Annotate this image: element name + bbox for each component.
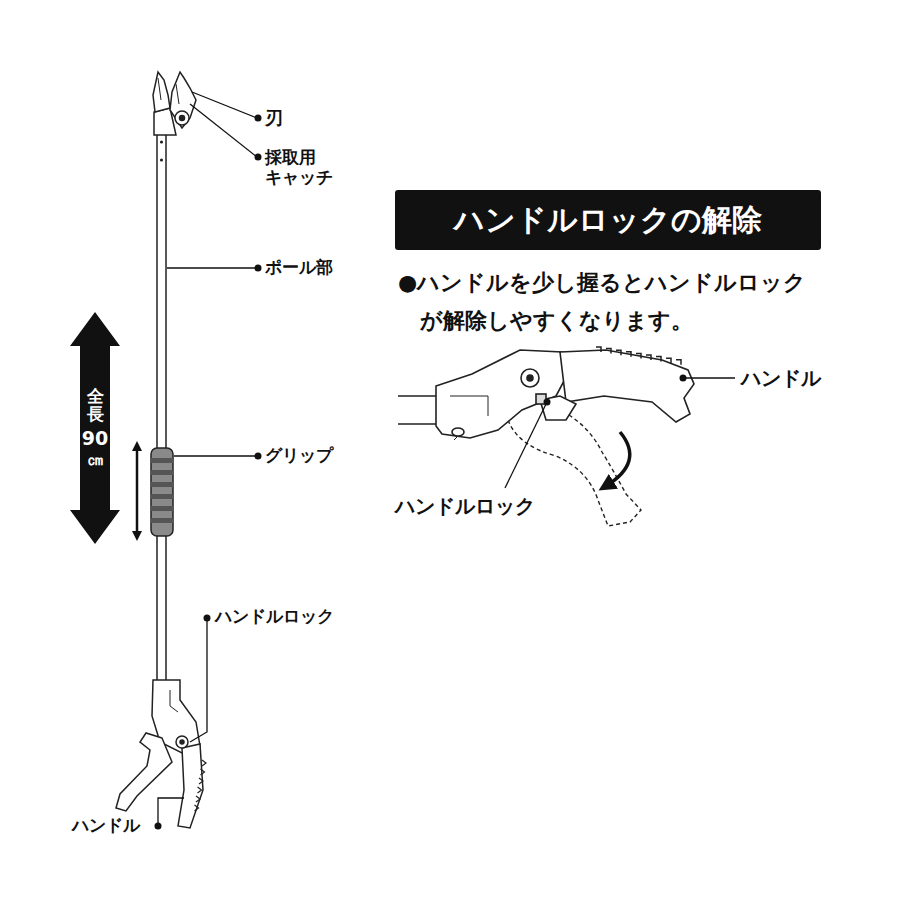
handle-tooth — [196, 796, 200, 802]
grip-band — [151, 482, 173, 487]
grip — [151, 448, 173, 536]
part-label: ハンドル — [72, 815, 140, 835]
grip-band — [151, 494, 173, 499]
part-label: 刃 — [265, 107, 283, 129]
handle-rib — [606, 349, 611, 354]
handle-rib — [626, 352, 631, 357]
grip-band — [151, 518, 173, 523]
section-heading: ハンドルロックの解除 — [454, 200, 762, 241]
detail-label: ハンドル — [741, 366, 821, 390]
handle-tooth — [198, 787, 202, 793]
handle-assembly — [116, 680, 203, 828]
handle-ribs — [596, 347, 681, 365]
grip-band — [151, 458, 173, 463]
blade-head — [153, 72, 196, 135]
handle-tooth — [195, 805, 199, 811]
length-arrow: 全長 90㎝ — [70, 312, 120, 544]
grip-bands — [151, 458, 173, 523]
length-caption: 全長 — [87, 387, 104, 424]
part-label: グリップ — [265, 445, 333, 465]
handle-rib — [596, 347, 601, 352]
part-label: 採取用キャッチ — [265, 147, 338, 188]
handle-teeth — [195, 760, 207, 811]
handle-rib — [676, 360, 681, 365]
grip-band — [151, 506, 173, 511]
handle-tooth — [201, 769, 205, 775]
leader-lines — [155, 92, 262, 830]
arrow-text-holder: 全長 90㎝ — [70, 312, 120, 544]
detail-label: ハンドルロック — [395, 494, 535, 518]
handle-tooth — [199, 778, 203, 784]
handle-tooth — [202, 760, 206, 766]
length-value: 90 — [82, 428, 108, 450]
grip-band — [151, 470, 173, 475]
handle-rib — [616, 350, 621, 355]
handle-rib — [666, 358, 671, 363]
handle-rib — [636, 353, 641, 358]
pole — [157, 128, 166, 688]
length-unit: ㎝ — [87, 450, 104, 470]
slide-arrow — [136, 446, 139, 536]
detail-leaders — [505, 375, 735, 489]
handle-rib — [656, 357, 661, 362]
squeeze-arrow — [606, 432, 630, 486]
section-band: ハンドルロックの解除 — [395, 190, 821, 250]
handle-rib — [646, 355, 651, 360]
part-label: ハンドルロック — [215, 606, 334, 626]
part-label: ポール部 — [265, 257, 333, 277]
arrow-outline — [70, 312, 120, 544]
instruction-note: ●ハンドルを少し握るとハンドルロックが解除しやすくなります。 — [398, 264, 828, 340]
